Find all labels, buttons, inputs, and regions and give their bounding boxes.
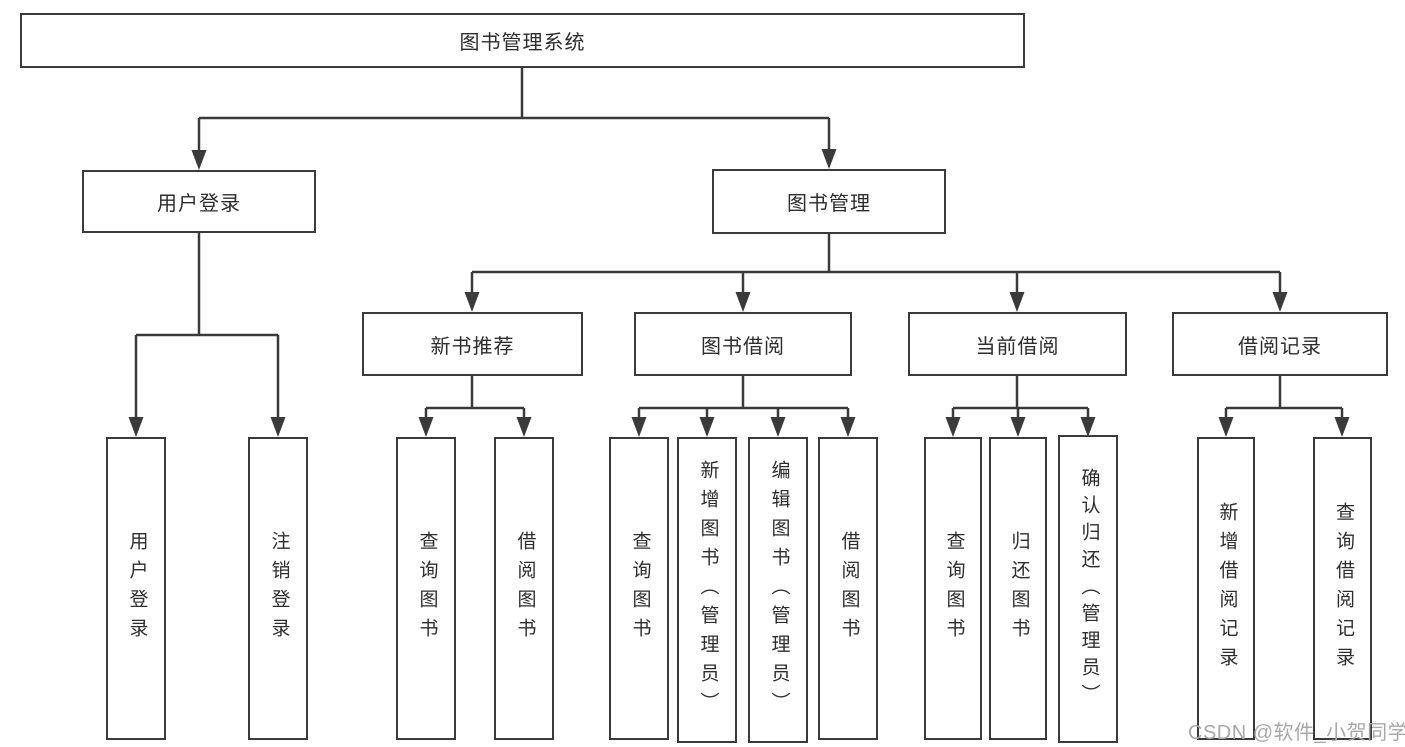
node-label: 确认归还（管理员） — [1078, 467, 1100, 711]
node-label: 查询图书 — [629, 530, 651, 647]
node-label: 注销登录 — [268, 530, 290, 647]
node-label: 用户登录 — [126, 530, 148, 647]
arrow-down-icon — [191, 150, 207, 170]
node-label: 查询图书 — [416, 530, 438, 647]
leaf-add-book-admin: 新增图书（管理员） — [677, 437, 737, 743]
leaf-logout: 注销登录 — [248, 437, 308, 740]
node-label: 新增借阅记录 — [1216, 501, 1238, 676]
leaf-add-borrow-record: 新增借阅记录 — [1197, 437, 1255, 740]
node-label: 编辑图书（管理员） — [768, 459, 790, 721]
node-label: 用户登录 — [157, 193, 241, 215]
node-label: 新书推荐 — [430, 335, 515, 358]
leaf-borrow-book: 借阅图书 — [818, 437, 878, 740]
arrowheads — [128, 149, 1350, 437]
node-user-login: 用户登录 — [82, 170, 316, 233]
node-root-system: 图书管理系统 — [20, 13, 1025, 68]
node-label: 图书管理 — [787, 193, 871, 215]
node-label: 查询借阅记录 — [1332, 501, 1354, 676]
arrow-down-icon — [1218, 417, 1234, 437]
leaf-query-book-current: 查询图书 — [924, 437, 982, 740]
node-borrow-records: 借阅记录 — [1172, 312, 1388, 376]
arrow-down-icon — [631, 417, 647, 437]
arrow-down-icon — [418, 417, 434, 437]
arrow-down-icon — [128, 417, 144, 437]
arrow-down-icon — [770, 417, 786, 437]
node-label: 借阅图书 — [514, 530, 536, 647]
node-current-borrow: 当前借阅 — [908, 312, 1127, 376]
arrow-down-icon — [1334, 417, 1350, 437]
node-label: 查询图书 — [943, 530, 965, 647]
arrow-down-icon — [1272, 292, 1288, 312]
leaf-return-book: 归还图书 — [989, 437, 1047, 740]
node-new-book-recommend: 新书推荐 — [362, 312, 583, 376]
leaf-confirm-return-admin: 确认归还（管理员） — [1058, 435, 1118, 743]
leaf-edit-book-admin: 编辑图书（管理员） — [748, 437, 808, 743]
arrow-down-icon — [1010, 417, 1026, 437]
arrow-down-icon — [1009, 292, 1025, 312]
watermark-text: CSDN @软件_小贺同学 — [1188, 722, 1405, 744]
arrow-down-icon — [699, 417, 715, 437]
arrow-down-icon — [735, 292, 751, 312]
arrow-down-icon — [945, 417, 961, 437]
leaf-query-book-borrow: 查询图书 — [609, 437, 669, 740]
leaf-borrow-book-recommend: 借阅图书 — [494, 437, 554, 740]
arrow-down-icon — [840, 417, 856, 437]
node-label: 借阅图书 — [838, 530, 860, 647]
arrow-down-icon — [464, 292, 480, 312]
node-label: 新增图书（管理员） — [697, 459, 719, 721]
node-label: 借阅记录 — [1238, 335, 1322, 358]
node-label: 归还图书 — [1008, 530, 1030, 647]
arrow-down-icon — [1080, 417, 1096, 437]
leaf-query-borrow-record: 查询借阅记录 — [1313, 437, 1372, 740]
arrow-down-icon — [821, 149, 837, 169]
arrow-down-icon — [516, 417, 532, 437]
arrow-down-icon — [270, 417, 286, 437]
leaf-query-book-recommend: 查询图书 — [396, 437, 456, 740]
node-book-management: 图书管理 — [712, 169, 946, 234]
node-label: 当前借阅 — [975, 335, 1060, 358]
connectors — [134, 68, 1344, 418]
node-label: 图书管理系统 — [459, 32, 586, 54]
node-label: 图书借阅 — [701, 335, 785, 358]
leaf-user-login: 用户登录 — [106, 437, 166, 740]
node-book-borrow: 图书借阅 — [634, 312, 852, 376]
